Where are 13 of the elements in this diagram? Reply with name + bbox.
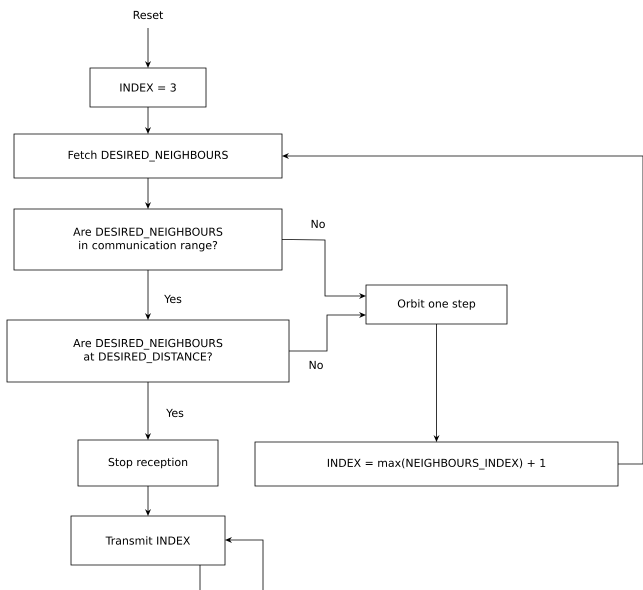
- edge-label: No: [308, 360, 324, 370]
- edge-label: No: [310, 218, 326, 230]
- process-box: Orbit one step: [366, 284, 508, 324]
- process-box: Are DESIRED_NEIGHBOURS in communication range?: [14, 208, 282, 270]
- process-box: INDEX = max(NEIGHBOURS_INDEX) + 1: [254, 442, 618, 486]
- process-box: Stop reception: [78, 440, 218, 486]
- start-label: Reset: [134, 10, 164, 20]
- edge-label: Yes: [165, 408, 185, 418]
- process-box: INDEX = 3: [90, 68, 206, 108]
- process-box: Fetch DESIRED_NEIGHBOURS: [14, 134, 282, 178]
- process-box: Transmit INDEX: [70, 516, 226, 566]
- process-box: Are DESIRED_NEIGHBOURS at DESIRED_DISTANCE?: [6, 320, 290, 382]
- edge-label: Yes: [163, 294, 183, 304]
